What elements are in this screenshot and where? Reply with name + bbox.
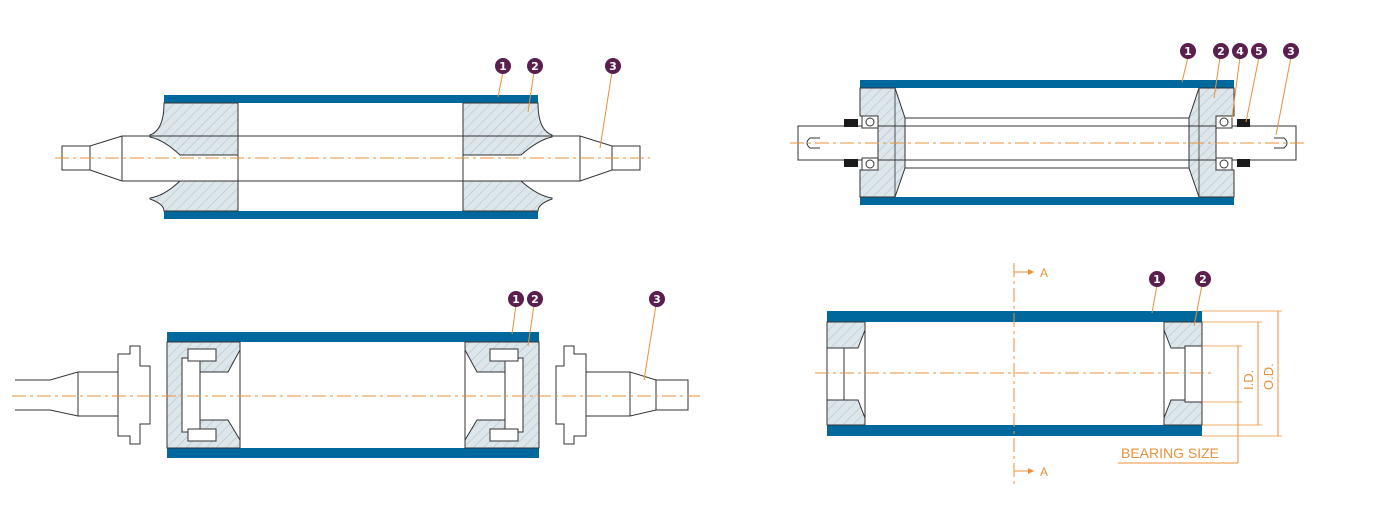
- svg-text:5: 5: [1255, 45, 1263, 58]
- id-label: I.D.: [1241, 370, 1256, 390]
- roller-diagram-1: 1 2 3: [55, 58, 650, 219]
- callout-badge: 4: [1232, 43, 1248, 59]
- svg-text:2: 2: [1199, 273, 1207, 286]
- svg-text:1: 1: [1153, 273, 1161, 286]
- stub-shaft-left: [15, 371, 119, 417]
- end-block-right: [462, 102, 553, 212]
- end-block-left: [149, 102, 239, 212]
- svg-text:3: 3: [1287, 45, 1295, 58]
- svg-text:1: 1: [499, 60, 507, 73]
- callout-badge: 3: [605, 58, 621, 74]
- callout-badge: 2: [527, 291, 543, 307]
- callout-badge: 3: [1283, 43, 1299, 59]
- flange-left: [117, 345, 151, 445]
- svg-text:1: 1: [512, 293, 520, 306]
- stub-shaft-right: [586, 371, 689, 417]
- svg-text:3: 3: [609, 60, 617, 73]
- bearing-left: [861, 115, 879, 171]
- seal: [844, 119, 858, 127]
- tube-wall-bottom: [860, 197, 1234, 205]
- section-label-top: A: [1040, 266, 1048, 280]
- svg-text:1: 1: [1184, 45, 1192, 58]
- bearing-right: [1215, 115, 1233, 171]
- seal: [844, 159, 858, 167]
- roller-diagram-4: A A I.D. O.D. BEARING SIZE 1 2: [815, 263, 1282, 485]
- od-label: O.D.: [1261, 363, 1276, 390]
- seal: [1237, 159, 1250, 167]
- bearing-size-label: BEARING SIZE: [1121, 445, 1219, 461]
- callout-badge: 1: [1149, 271, 1165, 287]
- callout-badge: 3: [649, 291, 665, 307]
- flange-right: [555, 345, 587, 445]
- callout-badge: 2: [527, 58, 543, 74]
- roller-diagram-3: 1 2 3: [12, 291, 700, 458]
- section-label-bottom: A: [1040, 465, 1048, 479]
- tube-wall-bottom: [827, 425, 1202, 436]
- callout-badge: 5: [1251, 43, 1267, 59]
- svg-text:2: 2: [531, 293, 539, 306]
- tube-wall-top: [164, 95, 538, 103]
- callout-badge: 2: [1195, 271, 1211, 287]
- svg-text:2: 2: [1217, 45, 1225, 58]
- callout-badge: 1: [1180, 43, 1196, 59]
- callout-badge: 1: [508, 291, 524, 307]
- tube-wall-top: [167, 332, 539, 342]
- tube-wall-bottom: [167, 448, 539, 458]
- tube-wall-bottom: [164, 211, 538, 219]
- tube-wall-top: [860, 80, 1234, 88]
- seal: [1237, 119, 1250, 127]
- callout-badge: 1: [495, 58, 511, 74]
- roller-diagram-2: 1 2 4 5 3: [790, 43, 1305, 205]
- svg-text:3: 3: [653, 293, 661, 306]
- callout-badge: 2: [1213, 43, 1229, 59]
- svg-text:4: 4: [1236, 45, 1244, 58]
- svg-text:2: 2: [531, 60, 539, 73]
